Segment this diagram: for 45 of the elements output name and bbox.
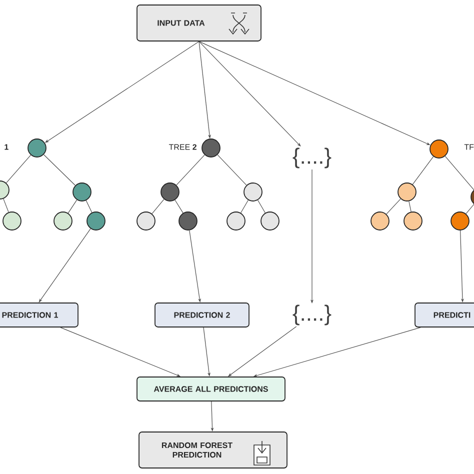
process-box: PREDICTI [414,302,474,328]
tree-node-circle [160,182,180,202]
tree-node-circle [86,212,106,230]
process-box: PREDICTION 1 [0,302,78,328]
tree-node-circle [398,182,416,202]
tree-branch [408,200,412,212]
tree-node-circle [370,212,390,230]
tree-branch [176,154,205,186]
tree-branch [3,198,9,212]
tree-node-circle [178,212,198,230]
tree-node-circle [72,182,92,202]
tree-node-circle [136,212,156,230]
tree-branch [152,198,164,214]
tree-node-circle [430,140,448,158]
tree-branch [240,200,249,214]
tree-branch [43,154,76,186]
ellipsis-brace: {....} [292,304,332,326]
tree-node-circle [226,212,246,230]
tree-node-circle [470,188,474,206]
tree-branch [86,200,92,213]
tree-branch [174,200,184,214]
tree-node-circle [28,138,46,158]
tree-node-circle [244,182,262,202]
tree-node-circle [404,212,422,230]
ellipsis-brace: {....} [292,148,332,168]
tree-branch [444,156,474,190]
tree-label: TF [464,144,474,150]
process-box: RANDOM FOREST PREDICTION [138,432,288,468]
tree-label: TREE 2 [168,144,196,150]
tree-branch [217,154,247,186]
tree-branch [386,198,401,214]
process-box: INPUT DATA [136,4,262,42]
tree-branch [466,204,474,214]
process-box: AVERAGE ALL PREDICTIONS [136,376,286,402]
tree-branch [68,200,78,214]
tree-branch [412,156,434,185]
tree-branch [257,200,266,214]
process-box: PREDICTION 2 [154,302,250,328]
tree-node-circle [54,212,72,230]
tree-branch [6,154,32,184]
tree-node-circle [2,212,22,230]
tree-node-circle [260,212,280,230]
tree-label: 1 [4,144,8,150]
tree-node-circle [202,138,220,158]
tree-node-circle [450,212,470,230]
